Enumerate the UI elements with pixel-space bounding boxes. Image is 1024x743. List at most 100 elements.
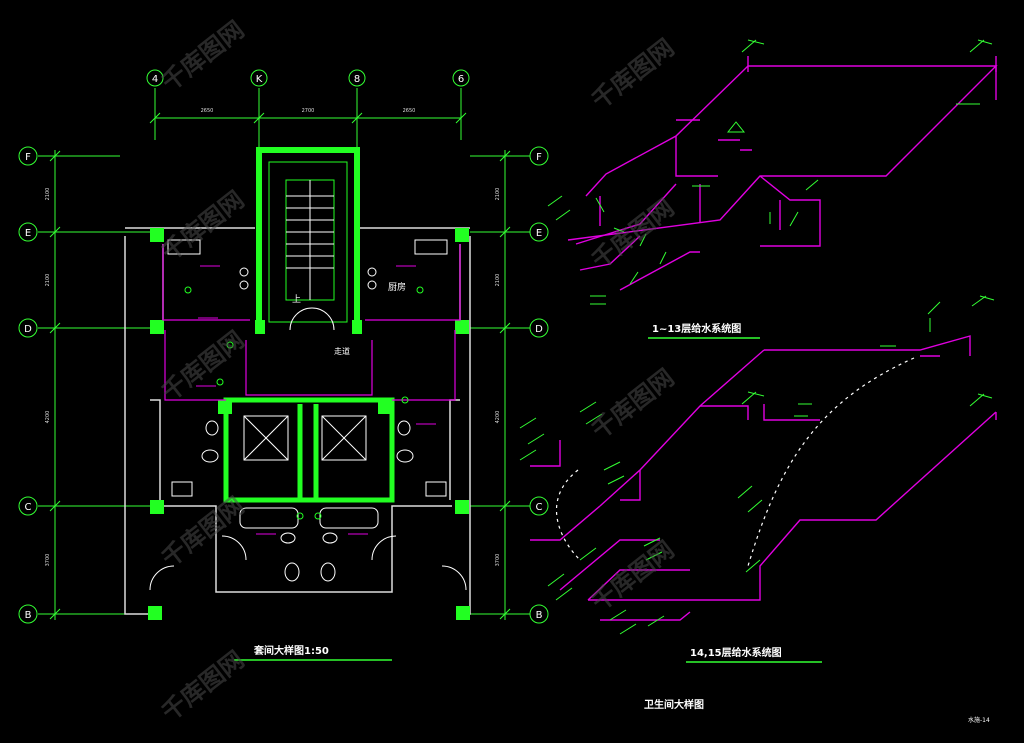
axis-label: C <box>25 502 32 513</box>
column <box>150 228 164 242</box>
shower-tray <box>171 481 193 497</box>
axis-label: D <box>24 324 32 335</box>
dimension-text: 4200 <box>495 411 501 424</box>
elevator-car <box>321 415 367 461</box>
stove-burner <box>367 280 377 290</box>
axis-bubble <box>18 496 38 516</box>
door-swing <box>371 535 397 561</box>
door-swing <box>441 565 467 591</box>
column <box>456 606 470 620</box>
elevator-cross <box>321 415 367 461</box>
axis-label: D <box>535 324 543 335</box>
dimension-text: 2650 <box>403 108 416 114</box>
axis-bubble <box>146 69 164 87</box>
dimension-texts: 2650 2700 2650 2100 2100 4200 3700 2100 … <box>45 108 501 566</box>
axis-label: 6 <box>458 74 464 85</box>
column <box>455 320 469 334</box>
plan-tags <box>196 265 436 535</box>
axis-bubble <box>250 69 268 87</box>
riser-diagram-1-13 <box>567 56 998 291</box>
door-swing <box>311 307 335 331</box>
room-label-corridor: 走道 <box>334 346 350 356</box>
axis-bubble <box>452 69 470 87</box>
column <box>150 500 164 514</box>
sheet-title: 卫生间大样图 <box>644 698 704 711</box>
dimension-text: 2100 <box>45 188 51 201</box>
dimension-text: 2650 <box>201 108 214 114</box>
axis-bubble <box>529 146 549 166</box>
elevator-shafts <box>223 397 395 503</box>
stair-core <box>256 147 360 330</box>
shower-tray <box>425 481 447 497</box>
elevator-car <box>243 415 289 461</box>
washbasin <box>205 420 219 436</box>
plan-risers <box>184 286 424 520</box>
dimension-text: 2100 <box>495 274 501 287</box>
toilet <box>201 449 219 463</box>
stair-mark: 上 <box>292 294 301 305</box>
axis-bubble <box>529 318 549 338</box>
dimension-text: 2100 <box>45 274 51 287</box>
axis-label: B <box>25 610 32 621</box>
riser-1-13-fittings <box>547 39 993 305</box>
kitchen-counter <box>167 239 201 255</box>
columns <box>148 228 470 620</box>
column <box>455 500 469 514</box>
toilet <box>396 449 414 463</box>
axis-bubble <box>529 604 549 624</box>
door-swing <box>221 535 247 561</box>
dimension-text: 2100 <box>495 188 501 201</box>
axis-label: 8 <box>354 74 360 85</box>
top-axis-bubbles: 4 K 8 6 <box>146 69 470 87</box>
riser-14-15-dashed <box>555 357 915 567</box>
axis-bubble <box>18 146 38 166</box>
axis-label: 4 <box>152 74 158 85</box>
right-axis-bubbles: F E D C B <box>529 146 549 624</box>
column <box>148 606 162 620</box>
door-swing <box>289 307 313 331</box>
column <box>352 320 362 334</box>
axis-label: K <box>256 74 263 85</box>
floor-plan-title: 套间大样图1:50 <box>253 644 329 657</box>
dimension-text: 3700 <box>45 554 51 567</box>
axis-bubble <box>18 318 38 338</box>
axis-label: C <box>536 502 543 513</box>
elevator-wall <box>223 397 395 503</box>
axis-bubble <box>18 604 38 624</box>
fixtures <box>149 239 467 591</box>
toilet <box>320 562 336 582</box>
washbasin <box>280 532 296 544</box>
left-axis-bubbles: F E D C B <box>18 146 38 624</box>
dimension-ticks <box>49 112 511 620</box>
room-label-kitchen: 厨房 <box>388 281 406 293</box>
axis-label: F <box>536 152 542 163</box>
stair-treads <box>286 180 334 300</box>
riser-14-15-title: 14,15层给水系统图 <box>690 646 782 659</box>
riser-diagram-14-15 <box>530 335 997 621</box>
column <box>378 400 392 414</box>
riser-1-13-title: 1~13层给水系统图 <box>652 322 741 335</box>
column <box>150 320 164 334</box>
axis-label: E <box>536 228 542 239</box>
toilet <box>284 562 300 582</box>
stove-burner <box>239 280 249 290</box>
floor-plan: 4 K 8 6 F E D C B F E D C <box>18 69 549 661</box>
column <box>455 228 469 242</box>
door-swing <box>149 565 175 591</box>
axis-label: F <box>25 152 31 163</box>
stove-burner <box>367 267 377 277</box>
sheet-number: 水施-14 <box>968 716 990 724</box>
washbasin <box>322 532 338 544</box>
axis-bubble <box>348 69 366 87</box>
dimension-text: 3700 <box>495 554 501 567</box>
axis-label: E <box>25 228 31 239</box>
riser-14-15-fittings <box>519 295 995 635</box>
dimension-text: 4200 <box>45 411 51 424</box>
column <box>255 320 265 334</box>
axis-label: B <box>536 610 543 621</box>
grid-lines <box>38 88 530 620</box>
plan-pipes <box>162 244 461 401</box>
axis-bubble <box>529 496 549 516</box>
